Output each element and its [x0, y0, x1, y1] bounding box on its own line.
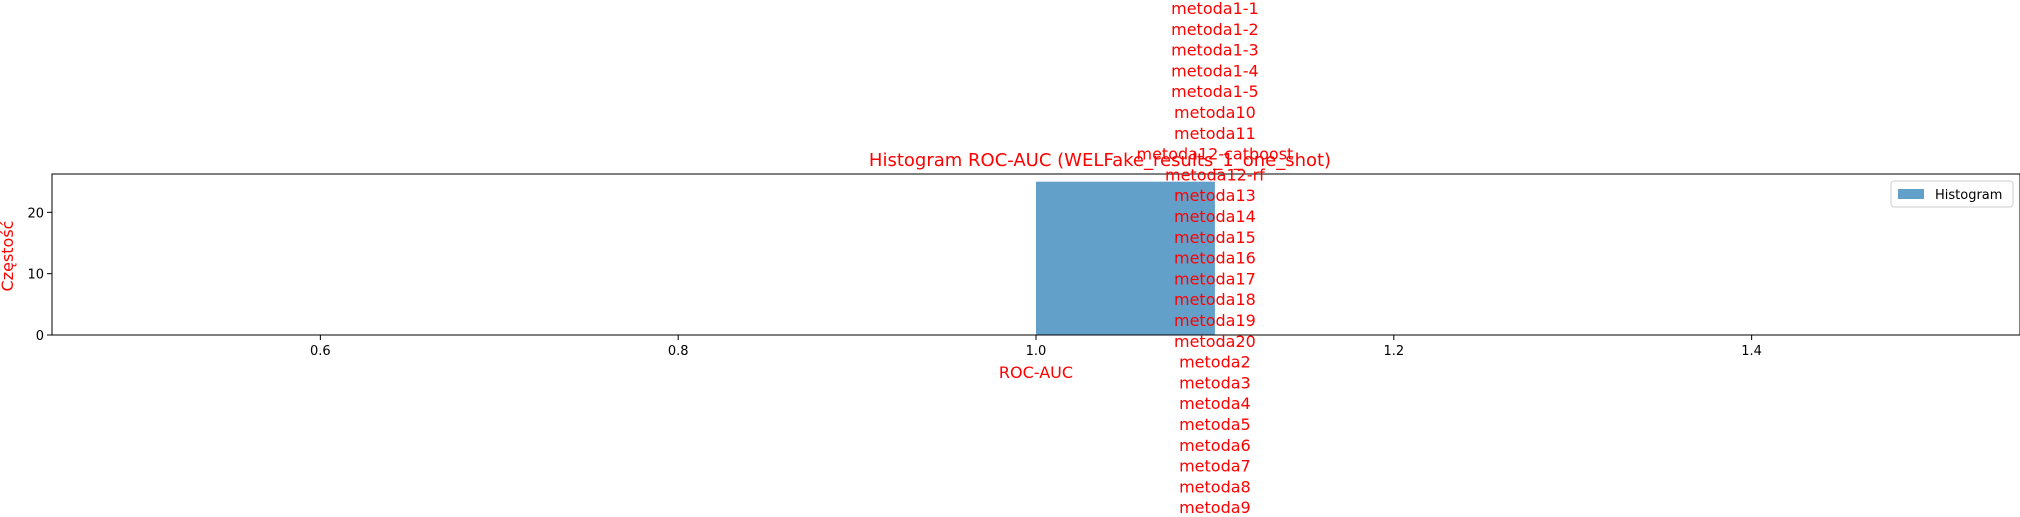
bar-annotation: metoda18	[1174, 290, 1256, 309]
bar-annotation: metoda13	[1174, 186, 1256, 205]
x-tick-label: 1.4	[1741, 344, 1762, 359]
bar-annotation: metoda17	[1174, 269, 1256, 288]
bar-annotation: metoda1-5	[1171, 82, 1259, 101]
x-axis-ticks: 0.6 0.8 1.0 1.2 1.4	[310, 335, 1762, 359]
bar-annotation: metoda8	[1179, 477, 1251, 496]
y-axis-ticks: 0 10 20	[27, 206, 52, 344]
legend-label-histogram: Histogram	[1935, 188, 2002, 203]
histogram-bar-0	[1036, 181, 1215, 335]
bar-annotation: metoda12-catboost	[1137, 145, 1294, 164]
bar-annotation: metoda20	[1174, 332, 1256, 351]
legend: Histogram	[1890, 180, 2014, 208]
y-tick-label: 10	[27, 268, 44, 283]
bar-annotation: metoda11	[1174, 124, 1256, 143]
x-tick-label: 1.0	[1026, 344, 1047, 359]
x-tick-label: 1.2	[1383, 344, 1404, 359]
bar-annotation: metoda14	[1174, 207, 1256, 226]
bar-annotation: metoda2	[1179, 353, 1251, 372]
legend-box	[1890, 180, 2014, 208]
bar-annotation: metoda12-rf	[1165, 165, 1265, 184]
legend-swatch-histogram	[1898, 189, 1924, 199]
bar-annotation: metoda7	[1179, 457, 1251, 476]
x-tick-label: 0.6	[310, 344, 331, 359]
chart-title: Histogram ROC-AUC (WELFake_results_1_one…	[869, 150, 1331, 171]
bar-annotation: metoda10	[1174, 103, 1256, 122]
bar-annotation: metoda6	[1179, 436, 1251, 455]
bar-annotation: metoda1-4	[1171, 61, 1259, 80]
bar-annotation: metoda5	[1179, 415, 1251, 434]
bar-annotation: metoda9	[1179, 498, 1251, 517]
bar-annotation: metoda4	[1179, 394, 1251, 413]
bar-annotation: metoda3	[1179, 373, 1251, 392]
y-tick-label: 0	[36, 329, 44, 344]
bars-layer	[1036, 181, 1215, 335]
bar-annotation: metoda19	[1174, 311, 1256, 330]
bar-annotation: metoda1-3	[1171, 41, 1259, 60]
bar-annotation: metoda16	[1174, 249, 1256, 268]
x-axis-label: ROC-AUC	[999, 363, 1073, 382]
y-tick-label: 20	[27, 206, 44, 221]
bar-annotation: metoda1-2	[1171, 20, 1259, 39]
x-tick-label: 0.8	[668, 344, 689, 359]
y-axis-label: Częstość	[0, 221, 17, 292]
bar-annotation: metoda1-1	[1171, 0, 1259, 18]
bar-annotation: metoda15	[1174, 228, 1256, 247]
